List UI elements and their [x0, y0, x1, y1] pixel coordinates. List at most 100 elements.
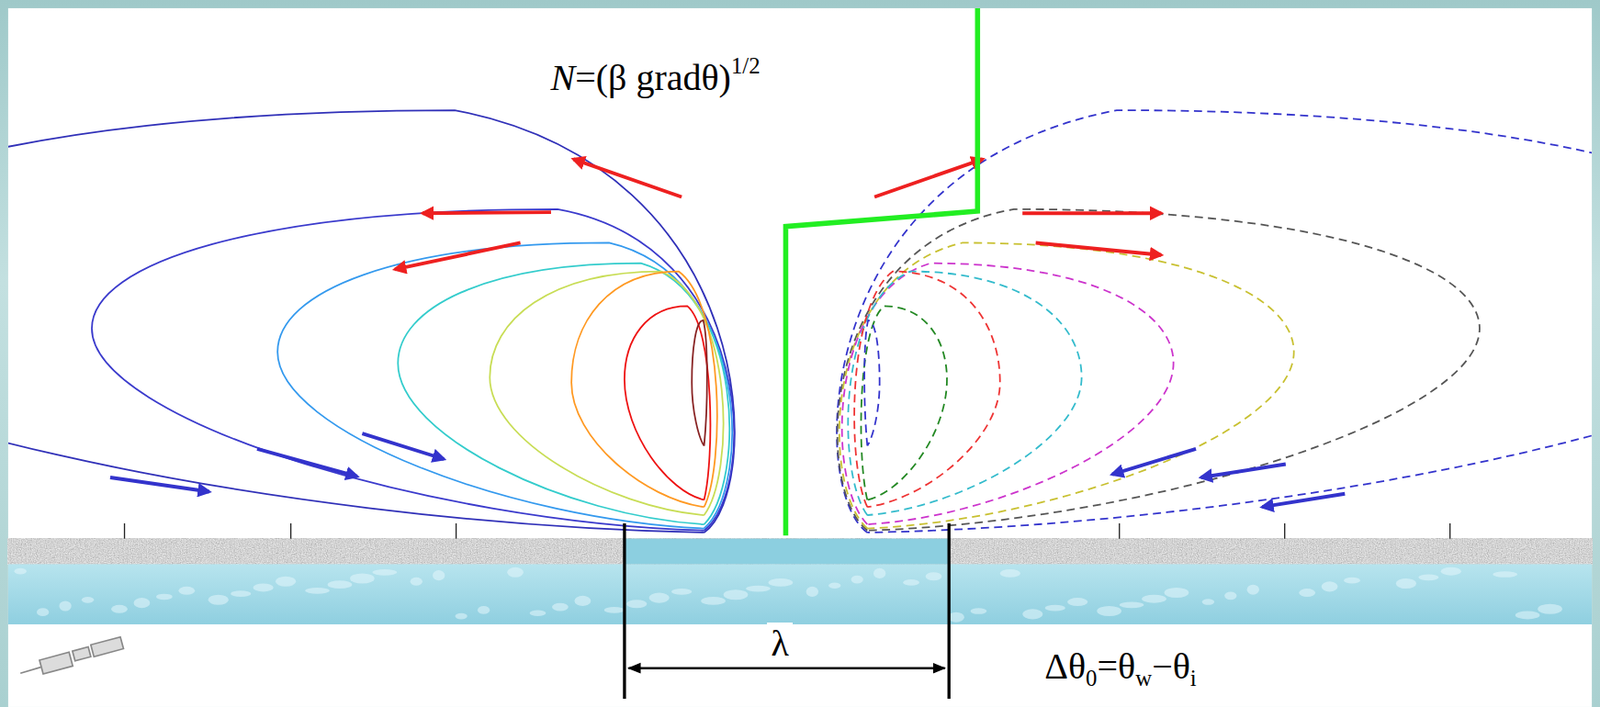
formula-text: =θ: [1096, 645, 1136, 688]
streamlines: [8, 110, 1592, 533]
streamline: [839, 242, 1295, 529]
water-drop: [574, 596, 591, 607]
flow-arrow: [1201, 464, 1286, 478]
water-drop: [134, 597, 151, 609]
water-drop: [327, 580, 353, 589]
water-drop: [1022, 608, 1043, 620]
water-drop: [1515, 611, 1541, 620]
water-drop: [58, 600, 71, 611]
formula-text: N: [550, 56, 575, 99]
temperature-difference: Δθ0=θw−θi: [1040, 645, 1201, 692]
drawing-part: [628, 667, 945, 670]
flow-arrow: [394, 242, 521, 270]
formula-text: =(β gradθ): [574, 56, 732, 99]
water-drop: [1141, 595, 1167, 604]
drawing-part: [72, 647, 91, 662]
formula-text: 1/2: [731, 53, 761, 79]
stability-profile: [785, 8, 978, 536]
water-drop: [410, 577, 423, 586]
right-cell: [836, 110, 1592, 533]
streamline: [837, 209, 1480, 531]
water-drop: [1067, 597, 1088, 607]
streamline: [277, 242, 733, 529]
flow-arrows: [110, 158, 1345, 508]
drawing-part: [455, 523, 457, 540]
water-drop: [604, 607, 625, 614]
water-drop: [1119, 602, 1145, 609]
water-drop: [671, 588, 692, 596]
land-strip: [8, 539, 1592, 565]
water-drop: [1492, 571, 1518, 578]
water-drop: [156, 594, 173, 601]
water-drop: [432, 570, 445, 581]
flow-arrow: [422, 212, 552, 214]
water-drop: [304, 587, 330, 595]
water-drop: [1096, 606, 1122, 617]
water-drop: [1224, 591, 1237, 600]
flow-arrow: [110, 477, 210, 493]
streamline: [691, 320, 708, 447]
water-drop: [552, 603, 569, 612]
flow-arrow: [1036, 242, 1162, 255]
water-drop: [1321, 581, 1339, 592]
water-drop: [1298, 588, 1316, 598]
formula-text: −θ: [1151, 645, 1191, 688]
formula-text: Δθ: [1044, 645, 1086, 688]
water-drop: [178, 586, 195, 596]
water-drop: [111, 605, 128, 614]
streamline: [91, 209, 734, 531]
water-drop: [851, 575, 864, 585]
water-drop: [14, 568, 27, 575]
plot-ground: [8, 8, 1592, 707]
drawing-part: [622, 523, 626, 699]
water-drop: [349, 573, 375, 584]
streamline: [624, 305, 711, 500]
flow-arrow: [1112, 449, 1196, 475]
water-drop: [1000, 569, 1021, 578]
flow-arrow: [874, 158, 983, 197]
width-symbol: λ: [766, 622, 792, 665]
water-drop: [1247, 585, 1260, 596]
water-drop: [1202, 598, 1215, 606]
water-strip: [8, 563, 1592, 625]
water-drops: [14, 567, 1563, 623]
water-drop: [723, 589, 749, 600]
water-drop: [454, 613, 467, 620]
satellite-logo: [20, 637, 124, 675]
water-drop: [1537, 604, 1563, 615]
water-drop: [230, 590, 251, 598]
water-drop: [873, 568, 886, 579]
water-drop: [745, 585, 771, 593]
water-drop: [372, 569, 398, 576]
width-bracket: [624, 523, 949, 699]
flow-arrow: [1261, 494, 1345, 508]
drawing-part: [20, 667, 41, 675]
drawing-part: [1449, 523, 1451, 540]
water-drop: [1164, 587, 1190, 598]
water-drop: [925, 572, 943, 581]
streamline: [854, 271, 1001, 508]
water-drop: [1418, 574, 1439, 582]
water-drop: [768, 578, 794, 587]
streamline: [571, 271, 718, 508]
streamline: [836, 110, 1592, 533]
water-drop: [253, 584, 274, 593]
left-cell: [8, 110, 735, 533]
drawing-part: [947, 523, 951, 699]
water-drop: [275, 576, 296, 587]
streamline: [860, 305, 947, 500]
streamline: [8, 110, 735, 533]
flow-arrow: [257, 449, 358, 477]
water-drop: [1045, 605, 1066, 612]
water-drop: [1343, 577, 1361, 585]
drawing-part: [1284, 523, 1285, 540]
drawing-part: [90, 637, 124, 658]
streamline: [842, 263, 1174, 525]
flow-arrow: [573, 158, 682, 197]
streamline: [864, 320, 880, 447]
water-drop: [36, 608, 49, 617]
drawing-part: [39, 652, 73, 675]
streamline: [489, 271, 723, 517]
water-drop: [507, 567, 524, 578]
